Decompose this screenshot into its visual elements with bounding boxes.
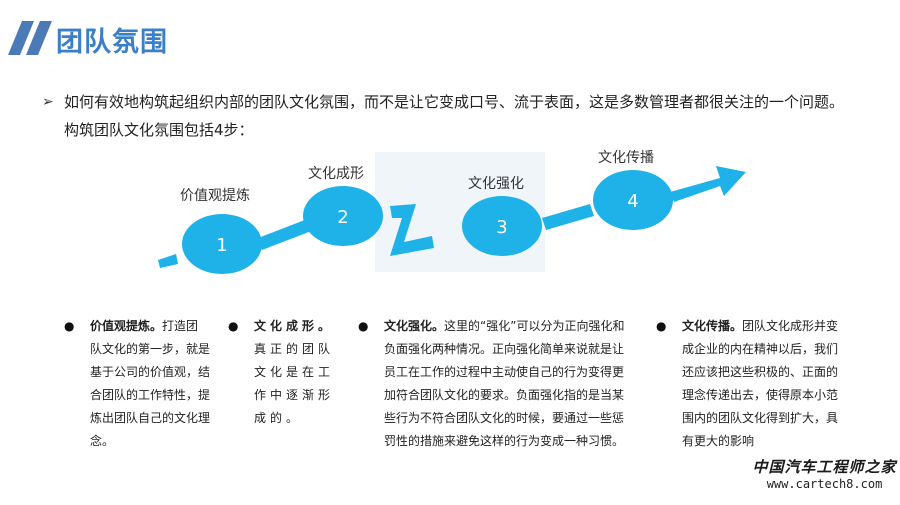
intro-text: 如何有效地构筑起组织内部的团队文化氛围，而不是让它变成口号、流于表面，这是多数管… bbox=[64, 93, 845, 139]
path-segment-1-2 bbox=[258, 218, 314, 250]
path-zigzag-2-3 bbox=[390, 204, 434, 256]
title-bar: 团队氛围 bbox=[0, 18, 185, 58]
arrow-head-icon bbox=[670, 166, 746, 202]
step-circle-2 bbox=[303, 186, 383, 246]
column-culture-forming: ● 文化成形。真正的团队文化是在工作中逐渐形成的。 bbox=[228, 315, 335, 430]
column-body: 团队文化成形并变成企业的内在精神以后，我们还应该把这些积极的、正面的理念传递出去… bbox=[682, 319, 839, 448]
column-heading: 价值观提炼。 bbox=[90, 319, 163, 333]
step-circle-3 bbox=[462, 196, 542, 256]
column-body: 这里的“强化”可以分为正向强化和负面强化两种情况。正向强化简单来说就是让员工在工… bbox=[384, 319, 625, 448]
column-body: 打造团队文化的第一步，就是基于公司的价值观，结合团队的工作特性，提炼出团队自己的… bbox=[90, 319, 211, 448]
column-heading: 文化成形。 bbox=[254, 319, 335, 333]
step-circles: 1 2 3 4 bbox=[182, 170, 673, 274]
column-body: 真正的团队文化是在工作中逐渐形成的。 bbox=[254, 342, 335, 425]
watermark-name: 中国汽车工程师之家 bbox=[752, 458, 897, 476]
watermark-url: www.cartech8.com bbox=[766, 477, 883, 491]
column-heading: 文化强化。 bbox=[384, 319, 445, 333]
double-slash-icon bbox=[8, 21, 52, 55]
bullet-dot-icon: ● bbox=[656, 319, 667, 333]
path-tail bbox=[158, 254, 178, 268]
arrow-bullet-icon: ➢ bbox=[42, 94, 54, 110]
path-segment-3-4 bbox=[542, 204, 594, 230]
column-value-refinement: ● 价值观提炼。打造团队文化的第一步，就是基于公司的价值观，结合团队的工作特性，… bbox=[64, 315, 211, 453]
page-title: 团队氛围 bbox=[56, 27, 168, 58]
step-label-2: 文化成形 bbox=[308, 166, 364, 182]
step-circle-4 bbox=[593, 170, 673, 230]
step-number-1: 1 bbox=[216, 235, 227, 256]
step-label-3: 文化强化 bbox=[468, 176, 524, 192]
bullet-dot-icon: ● bbox=[64, 319, 75, 333]
bullet-dot-icon: ● bbox=[228, 319, 243, 333]
step-label-4: 文化传播 bbox=[598, 150, 654, 166]
step-number-3: 3 bbox=[496, 217, 507, 238]
column-culture-spreading: ● 文化传播。团队文化成形并变成企业的内在精神以后，我们还应该把这些积极的、正面… bbox=[656, 315, 842, 453]
column-heading: 文化传播。 bbox=[682, 319, 743, 333]
step-label-1: 价值观提炼 bbox=[180, 188, 250, 204]
column-culture-strengthening: ● 文化强化。这里的“强化”可以分为正向强化和负面强化两种情况。正向强化简单来说… bbox=[358, 315, 634, 453]
intro-paragraph: ➢ 如何有效地构筑起组织内部的团队文化氛围，而不是让它变成口号、流于表面，这是多… bbox=[42, 88, 845, 144]
watermark: 中国汽车工程师之家 www.cartech8.com bbox=[752, 456, 897, 491]
step-number-2: 2 bbox=[337, 207, 348, 228]
step-circle-1 bbox=[182, 214, 262, 274]
bullet-dot-icon: ● bbox=[358, 319, 369, 333]
step-number-4: 4 bbox=[627, 191, 638, 212]
